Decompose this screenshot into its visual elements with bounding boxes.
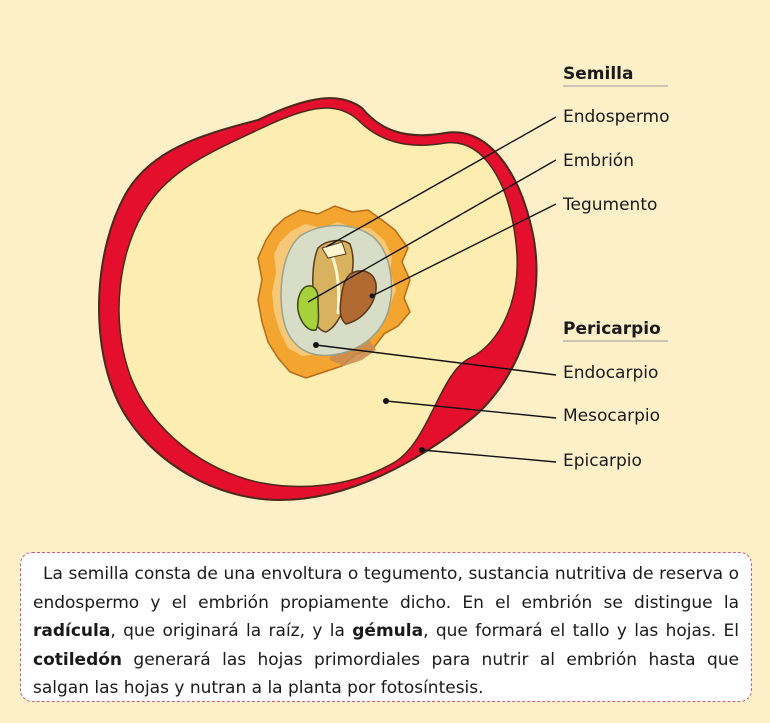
- label-endocarpio: Endocarpio: [563, 363, 658, 383]
- caption-text: La semilla consta de una envoltura o teg…: [33, 560, 739, 703]
- embrion-shape: [339, 270, 377, 325]
- pointer-dot: [369, 293, 375, 299]
- caption-part: , que formará el tallo y las hojas. El: [423, 621, 739, 641]
- fruit-seed-diagram: Semilla Endospermo Embrión Tegumento Per…: [98, 64, 669, 502]
- label-epicarpio: Epicarpio: [563, 451, 642, 471]
- label-mesocarpio: Mesocarpio: [563, 406, 660, 426]
- leader-endocarpio: [315, 344, 557, 376]
- semilla-header: Semilla: [563, 64, 633, 84]
- caption-box: La semilla consta de una envoltura o teg…: [20, 552, 752, 702]
- pointer-dot: [383, 398, 389, 404]
- pointer-dot: [313, 342, 319, 348]
- pointer-dot: [419, 447, 425, 453]
- caption-part: generará las hojas primordiales para nut…: [33, 649, 739, 699]
- label-embrion: Embrión: [563, 151, 634, 171]
- leader-tegumento: [371, 203, 557, 297]
- plumula-line: [330, 255, 341, 315]
- term-cotiledon: cotiledón: [33, 649, 123, 670]
- leader-epicarpio: [421, 449, 557, 463]
- plumula-top: [321, 241, 347, 259]
- label-tegumento: Tegumento: [562, 195, 657, 215]
- caption-part: La semilla consta de una envoltura o teg…: [33, 564, 739, 613]
- label-endospermo: Endospermo: [563, 107, 669, 127]
- leader-endospermo: [325, 116, 557, 248]
- caption-part: , que originará la raíz, y la: [110, 621, 353, 641]
- pericarpio-header: Pericarpio: [563, 319, 661, 339]
- radicula-shape: [296, 285, 320, 331]
- term-gemula: gémula: [352, 621, 424, 641]
- term-radicula: radícula: [33, 621, 111, 641]
- leader-embrion: [307, 159, 557, 303]
- leader-mesocarpio: [385, 400, 557, 419]
